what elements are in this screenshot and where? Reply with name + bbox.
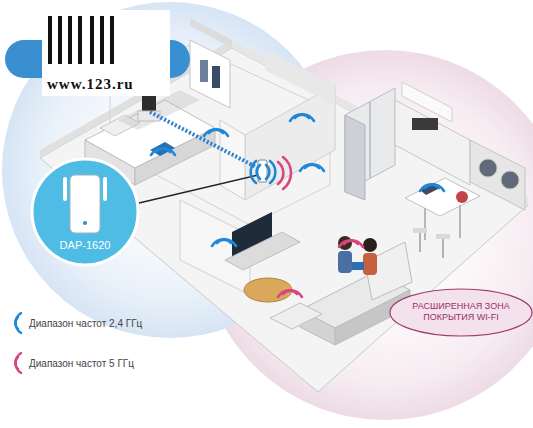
coverage-zone: РАСШИРЕННАЯ ЗОНА ПОКРЫТИЯ WI-FI — [389, 288, 533, 337]
legend-text: Диапазон частот 5 ГГц — [29, 358, 134, 369]
legend-entry: Диапазон частот 5 ГГц — [10, 352, 134, 374]
device-callout: DAP-1620 — [30, 157, 140, 267]
watermark: www.123.ru — [47, 76, 134, 93]
zone-label: РАСШИРЕННАЯ ЗОНА ПОКРЫТИЯ WI-FI — [406, 301, 516, 324]
wifi-sample — [10, 312, 24, 334]
legend-entry: Диапазон частот 2,4 ГГц — [10, 312, 142, 334]
wifi-sample — [10, 352, 24, 374]
device-name: DAP-1620 — [60, 239, 111, 251]
legend-text: Диапазон частот 2,4 ГГц — [29, 318, 142, 329]
